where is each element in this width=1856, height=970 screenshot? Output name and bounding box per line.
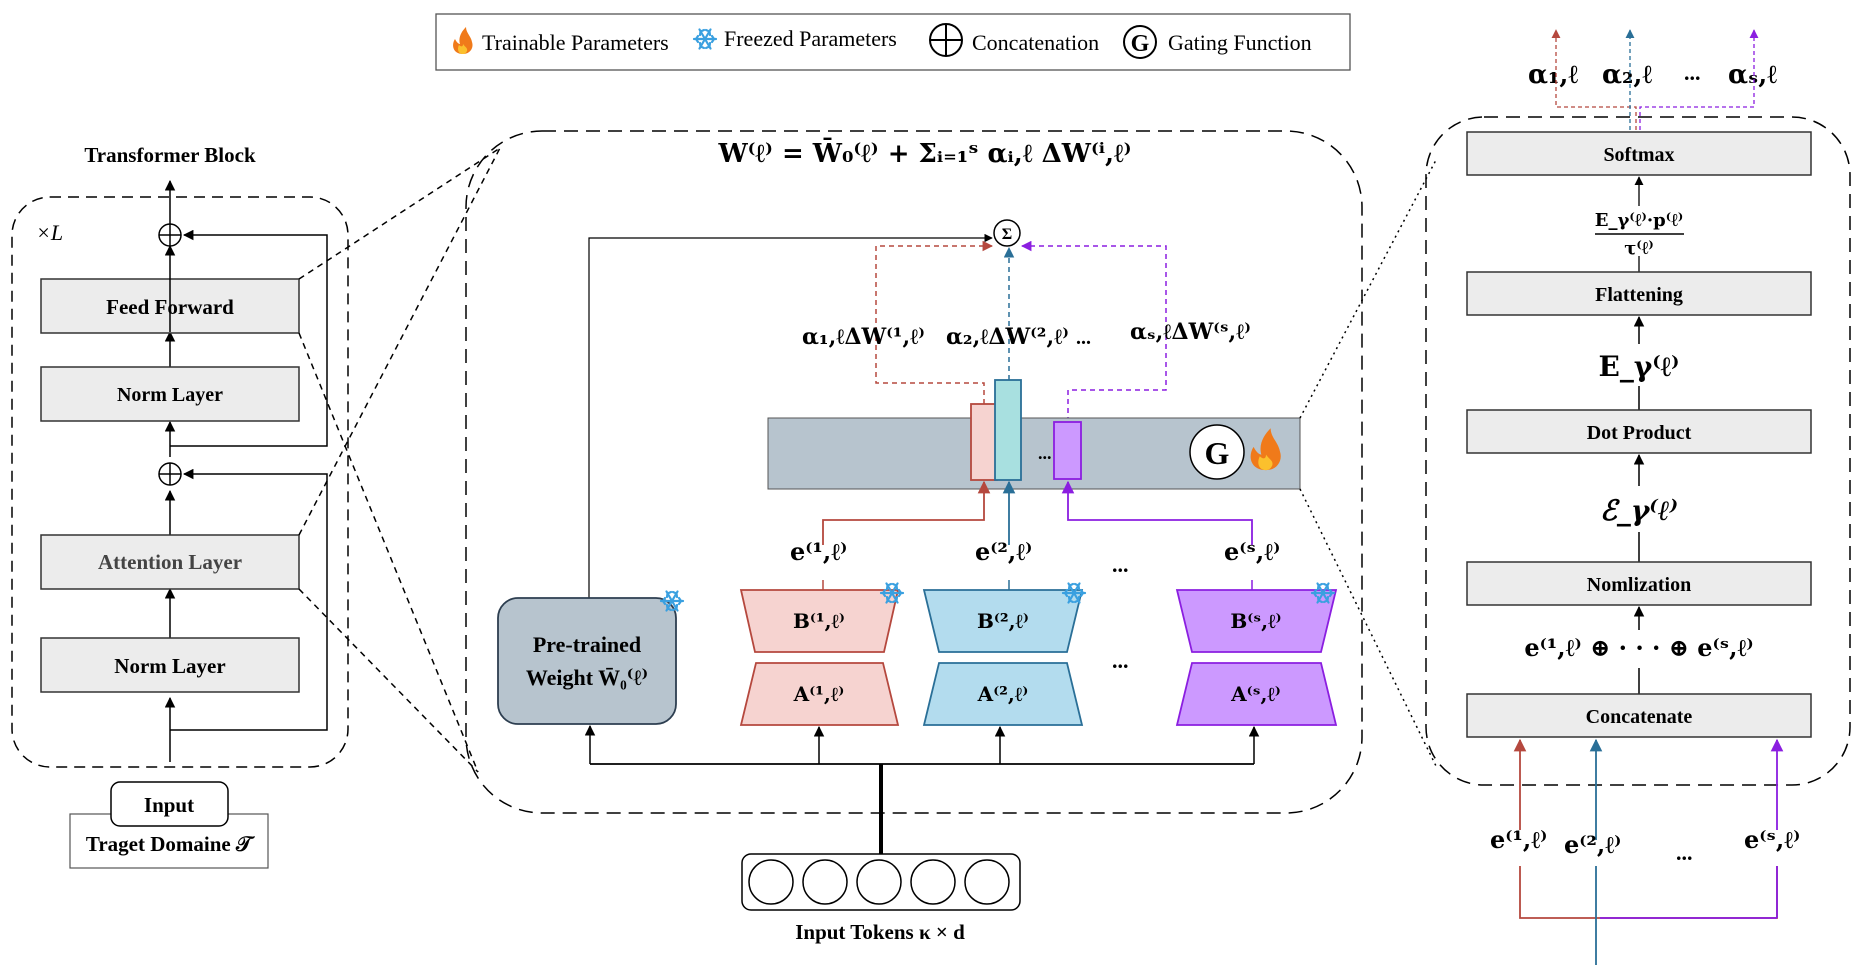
lora-b-expert-2-label: B⁽²,ℓ⁾ [977,609,1029,633]
right-embedding-2-label: e⁽²,ℓ⁾ [1564,830,1621,859]
flattening-block [1466,271,1812,316]
input-tokens: Input Tokens κ × d [741,853,1021,944]
pretrained-weight-line2: Weight W̄₀⁽ℓ⁾ [526,665,648,690]
add-node-top [158,223,182,247]
e-gamma-label: E_γ⁽ℓ⁾ [1598,350,1679,383]
zoom-lines-right [1299,159,1437,767]
target-domain-label: Traget Domaine 𝒯 [86,832,255,856]
softmax-label: Softmax [1603,144,1674,166]
input-box [110,781,229,827]
add-node-bottom [158,462,182,486]
right-embedding-1-label: e⁽¹,ℓ⁾ [1490,825,1547,854]
embedding-dots: ... [1112,552,1129,577]
contribution-dots: ... [1076,327,1091,349]
moe-lora-boundary [465,130,1363,814]
lora-a-expert-1 [739,662,900,726]
alpha-2-label: α₂,ℓ [1602,60,1652,90]
legend-gating: Gating Function [1168,30,1312,55]
alpha-s-label: αₛ,ℓ [1728,60,1777,90]
moe-lora-panel: W⁽ℓ⁾ = W̄₀⁽ℓ⁾ + Σᵢ₌₁ˢ αᵢ,ℓ ΔW⁽ⁱ,ℓ⁾ Σ α₁,… [465,130,1363,856]
legend-trainable: Trainable Parameters [482,30,669,55]
temperature-fraction-numerator: E_γ⁽ℓ⁾·p⁽ℓ⁾ [1595,210,1683,231]
gate-bar-expert-1 [970,403,998,481]
right-embedding-dots: ... [1676,840,1693,865]
sum-node [993,219,1021,247]
weight-equation: W⁽ℓ⁾ = W̄₀⁽ℓ⁾ + Σᵢ₌₁ˢ αᵢ,ℓ ΔW⁽ⁱ,ℓ⁾ [717,137,1131,169]
token-1 [748,859,794,905]
gating-icon: G [1123,25,1157,59]
dot-product-label: Dot Product [1587,422,1692,444]
concatenate-label: Concatenate [1586,706,1693,728]
pretrained-weight-line1: Pre-trained [533,632,641,657]
legend-freezed: Freezed Parameters [724,26,897,51]
token-4 [910,859,956,905]
norm-layer-bottom-label: Norm Layer [114,654,225,678]
lora-a-expert-2 [922,662,1084,726]
gate-bar-expert-2 [994,379,1022,481]
concat-expression: e⁽¹,ℓ⁾ ⊕ · · · ⊕ e⁽ˢ,ℓ⁾ [1524,633,1753,662]
gating-panel-boundary [1425,116,1851,786]
lora-b-expert-1 [739,589,900,653]
transformer-block-title: Transformer Block [84,143,256,167]
token-5 [964,859,1010,905]
gate-bar-dots: ... [1038,443,1052,463]
alpha-dots: ... [1684,60,1701,85]
transformer-block-panel: Transformer Block ×L Feed Forward Norm L… [11,143,349,869]
normalization-block [1466,561,1812,606]
lora-b-expert-2 [922,589,1084,653]
lora-b-expert-s [1175,589,1338,653]
gating-function-icon: G [1189,424,1245,480]
embedding-1-label: e⁽¹,ℓ⁾ [790,537,847,566]
legend-concat: Concatenation [972,30,1099,55]
legend-box [435,13,1351,71]
norm-layer-bottom-block [40,637,300,693]
attention-layer-label: Attention Layer [98,550,242,574]
right-embedding-s-label: e⁽ˢ,ℓ⁾ [1744,825,1800,854]
adapter-dots: ... [1112,648,1129,673]
alpha-1-label: α₁,ℓ [1528,60,1578,90]
token-3 [856,859,902,905]
gating-panel: α₁,ℓ α₂,ℓ ... αₛ,ℓ Softmax E_γ⁽ℓ⁾·p⁽ℓ⁾ τ… [1425,29,1851,965]
concatenate-block [1466,693,1812,738]
softmax-block [1466,131,1812,176]
transformer-block-boundary [11,196,349,768]
lora-a-expert-1-label: A⁽¹,ℓ⁾ [793,682,845,706]
gating-function-letter: G [1205,435,1230,471]
input-tokens-label: Input Tokens κ × d [795,920,965,944]
lora-b-expert-s-label: B⁽ˢ,ℓ⁾ [1230,609,1281,633]
contribution-2-label: α₂,ℓΔW⁽²,ℓ⁾ [946,324,1069,350]
sum-symbol: Σ [1002,226,1012,243]
input-label: Input [144,793,194,817]
contribution-1-label: α₁,ℓΔW⁽¹,ℓ⁾ [802,324,925,350]
normalization-label: Nomlization [1587,574,1691,596]
norm-layer-top-label: Norm Layer [117,384,223,406]
token-2 [802,859,848,905]
embedding-s-label: e⁽ˢ,ℓ⁾ [1224,537,1280,566]
dot-product-block [1466,409,1812,454]
gate-bar-expert-s [1053,421,1082,480]
pretrained-weight-block [497,597,677,725]
lora-b-expert-1-label: B⁽¹,ℓ⁾ [793,609,845,633]
norm-layer-top-block [40,366,300,422]
temperature-fraction-denominator: τ⁽ℓ⁾ [1624,238,1654,259]
repeat-label: ×L [36,220,63,245]
zoom-lines-left [298,147,501,773]
lora-a-expert-s-label: A⁽ˢ,ℓ⁾ [1230,682,1281,706]
legend: Trainable Parameters Freezed Parameters … [435,13,1351,71]
gating-icon-letter: G [1131,31,1150,57]
attention-layer-block [40,534,300,590]
lora-a-expert-2-label: A⁽²,ℓ⁾ [977,682,1029,706]
concatenation-icon [929,23,963,57]
script-e-gamma-label: ℰ_γ⁽ℓ⁾ [1600,494,1678,527]
contribution-s-label: αₛ,ℓΔW⁽ˢ,ℓ⁾ [1130,319,1251,345]
flattening-label: Flattening [1595,284,1683,306]
lora-a-expert-s [1175,662,1338,726]
embedding-2-label: e⁽²,ℓ⁾ [975,537,1032,566]
